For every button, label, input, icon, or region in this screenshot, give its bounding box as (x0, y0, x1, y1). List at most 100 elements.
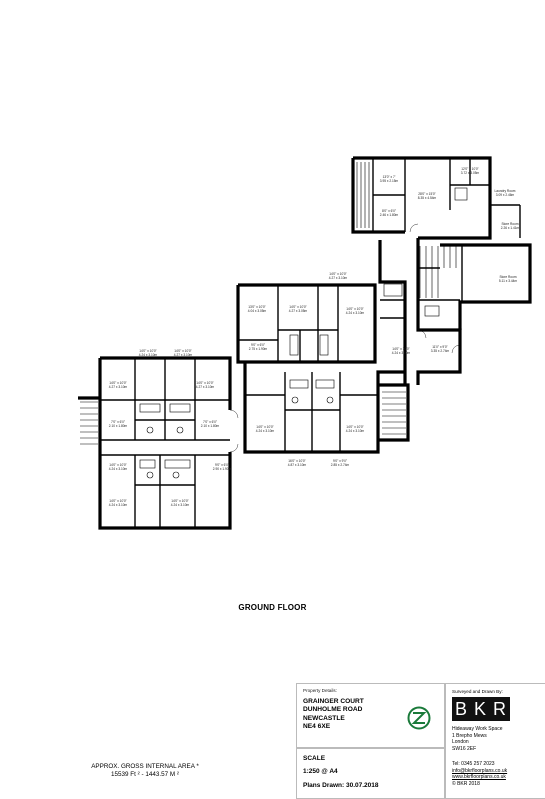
room-dimension-imperial: 14'0" x 10'0" (256, 425, 273, 429)
room-dimension-label: 14'0" x 10'0"4.27 x 3.10m (174, 349, 193, 357)
room-dimension-metric: 4.24 x 3.10m (139, 353, 158, 357)
logo-letter: R (492, 698, 507, 719)
room-dimension-metric: 2.10 x 1.80m (109, 424, 128, 428)
interior-walls (100, 158, 521, 528)
room-dimension-label: 14'0" x 10'0"4.24 x 3.10m (256, 425, 275, 433)
floor-label: GROUND FLOOR (238, 603, 307, 612)
compass-icon (407, 706, 431, 730)
room-dimension-imperial: 14'0" x 10'0" (171, 499, 188, 503)
room-dimension-label: 9'0" x 9'0"2.85 x 2.74m (331, 459, 350, 467)
room-dimension-imperial: Store Room (501, 222, 518, 226)
logo-letter: B (454, 698, 468, 719)
room-dimension-imperial: 7'0" x 6'0" (111, 420, 125, 424)
room-dimension-metric: 4.24 x 3.10m (346, 429, 365, 433)
email-link[interactable]: info@bkrfloorplans.co.uk (452, 767, 508, 774)
room-dimension-metric: 5.11 x 3.44m (499, 279, 518, 283)
room-dimension-label: 14'0" x 10'0"4.27 x 3.10m (196, 381, 215, 389)
website-link[interactable]: www.bkrfloorplans.co.uk (452, 774, 506, 781)
room-dimension-metric: 4.27 x 3.10m (329, 276, 348, 280)
contact-line: London (452, 739, 469, 746)
room-dimension-metric: 4.04 x 3.05m (248, 309, 267, 313)
room-dimension-imperial: Laundry Room (495, 189, 516, 193)
property-address: GRAINGER COURT DUNHOLME ROAD NEWCASTLE N… (303, 698, 364, 732)
room-dimension-metric: 4.27 x 3.10m (196, 385, 215, 389)
room-dimension-imperial: 28'0" x 15'0" (418, 192, 435, 196)
room-dimension-label: 9'0" x 6'0"2.90 x 1.90m (213, 463, 232, 471)
room-dimension-label: 13'0" x 10'0"4.04 x 3.05m (248, 305, 267, 313)
room-dimension-metric: 4.24 x 3.10m (392, 351, 411, 355)
scale-value: 1:250 @ A4 (303, 768, 338, 775)
room-dimension-metric: 4.27 x 3.10m (109, 385, 128, 389)
room-dimension-label: 9'0" x 6'0"2.75 x 1.90m (249, 343, 268, 351)
room-dimension-imperial: 16'0" x 10'0" (288, 459, 305, 463)
room-dimension-imperial: 14'0" x 10'0" (196, 381, 213, 385)
room-dimension-metric: 2.85 x 2.74m (331, 463, 350, 467)
room-dimension-label: 14'0" x 10'0"4.24 x 3.10m (171, 499, 190, 507)
scale-heading: SCALE (303, 755, 326, 762)
room-dimension-label: 14'0" x 10'0"4.24 x 3.10m (109, 499, 128, 507)
address-line: NE4 6XE (303, 723, 331, 731)
surveyed-by-label: Surveyed and Drawn By: (452, 689, 503, 694)
room-dimension-metric: 4.27 x 3.10m (174, 353, 193, 357)
room-dimension-label: 16'0" x 10'0"4.87 x 3.10m (288, 459, 307, 467)
room-dimension-imperial: 11'0" x 9'0" (432, 345, 447, 349)
room-dimension-label: 14'0" x 10'0"4.24 x 3.10m (392, 347, 411, 355)
room-labels: 13'0" x 7'3.95 x 2.15m 28'0" x 15'0"8.35 … (109, 167, 520, 507)
room-dimension-imperial: 14'0" x 10'0" (329, 272, 346, 276)
telephone: Tel: 0345 257 2023 (452, 761, 495, 767)
room-dimension-label: 28'0" x 15'0"8.35 x 4.54m (418, 192, 437, 200)
door-swings (229, 223, 461, 453)
company-contact: Tel: 0345 257 2023 info@bkrfloorplans.co… (452, 761, 507, 787)
contact-line: Hideaway Work Space (452, 726, 503, 732)
copyright: © BKR 2018 (452, 780, 480, 787)
room-dimension-metric: 3.95 x 2.15m (380, 179, 399, 183)
room-dimension-label: 14'0" x 10'0"4.24 x 3.10m (346, 425, 365, 433)
room-dimension-imperial: 14'0" x 10'0" (109, 463, 126, 467)
room-dimension-imperial: 14'0" x 10'0" (109, 381, 126, 385)
room-dimension-imperial: 14'0" x 10'0" (174, 349, 191, 353)
room-dimension-label: 12'0" x 10'0"3.72 x 3.05m (461, 167, 480, 175)
room-dimension-label: 13'0" x 7'3.95 x 2.15m (380, 175, 399, 183)
room-dimension-imperial: 7'0" x 6'0" (203, 420, 217, 424)
room-dimension-metric: 4.24 x 3.10m (256, 429, 275, 433)
room-dimension-label: 14'0" x 10'0"4.27 x 3.10m (109, 381, 128, 389)
room-dimension-metric: 8.35 x 4.54m (418, 196, 437, 200)
room-dimension-metric: 2.26 x 1.41m (501, 226, 520, 230)
room-dimension-metric: 4.24 x 3.10m (109, 503, 128, 507)
room-dimension-imperial: 9'0" x 6'0" (251, 343, 265, 347)
plans-drawn-date: Plans Drawn: 30.07.2018 (303, 782, 379, 789)
room-dimension-metric: 4.27 x 3.05m (289, 309, 308, 313)
contact-line: 1 Brepho Mews (452, 732, 487, 739)
stairs (80, 162, 457, 445)
room-dimension-label: 14'0" x 10'0"4.24 x 3.10m (109, 463, 128, 471)
address-line: GRAINGER COURT (303, 698, 364, 705)
address-line: DUNHOLME ROAD (303, 706, 363, 714)
room-dimension-imperial: Store Room (499, 275, 516, 279)
room-dimension-label: 11'0" x 9'0"3.35 x 2.74m (431, 345, 450, 353)
room-dimension-metric: 2.90 x 1.90m (213, 467, 232, 471)
address-line: NEWCASTLE (303, 714, 345, 722)
room-dimension-label: 14'0" x 10'0"4.27 x 3.05m (289, 305, 308, 313)
area-label: APPROX. GROSS INTERNAL AREA * (91, 763, 199, 770)
room-dimension-label: 8'0" x 6'0"2.46 x 1.80m (380, 209, 399, 217)
room-dimension-label: 7'0" x 6'0"2.10 x 1.80m (109, 420, 128, 428)
contact-line: SW16 2EF (452, 745, 477, 752)
room-dimension-metric: 2.75 x 1.90m (249, 347, 268, 351)
room-dimension-imperial: 14'0" x 10'0" (346, 307, 363, 311)
room-dimension-metric: 3.35 x 2.74m (431, 349, 450, 353)
area-value: 15539 Ft ² - 1443.57 M ² (111, 771, 179, 778)
room-dimension-imperial: 14'0" x 10'0" (346, 425, 363, 429)
room-dimension-imperial: 8'0" x 6'0" (382, 209, 396, 213)
room-dimension-imperial: 9'0" x 9'0" (333, 459, 347, 463)
room-dimension-label: 14'0" x 10'0"4.24 x 3.10m (139, 349, 158, 357)
room-dimension-metric: 4.87 x 3.10m (288, 463, 307, 467)
bathroom-fixtures (139, 187, 468, 479)
room-dimension-label: 14'0" x 10'0"4.24 x 3.10m (346, 307, 365, 315)
room-dimension-imperial: 14'0" x 10'0" (139, 349, 156, 353)
room-dimension-imperial: 9'0" x 6'0" (215, 463, 229, 467)
room-dimension-imperial: 14'0" x 10'0" (109, 499, 126, 503)
room-dimension-metric: 3.72 x 3.05m (461, 171, 480, 175)
room-dimension-metric: 4.24 x 3.10m (346, 311, 365, 315)
